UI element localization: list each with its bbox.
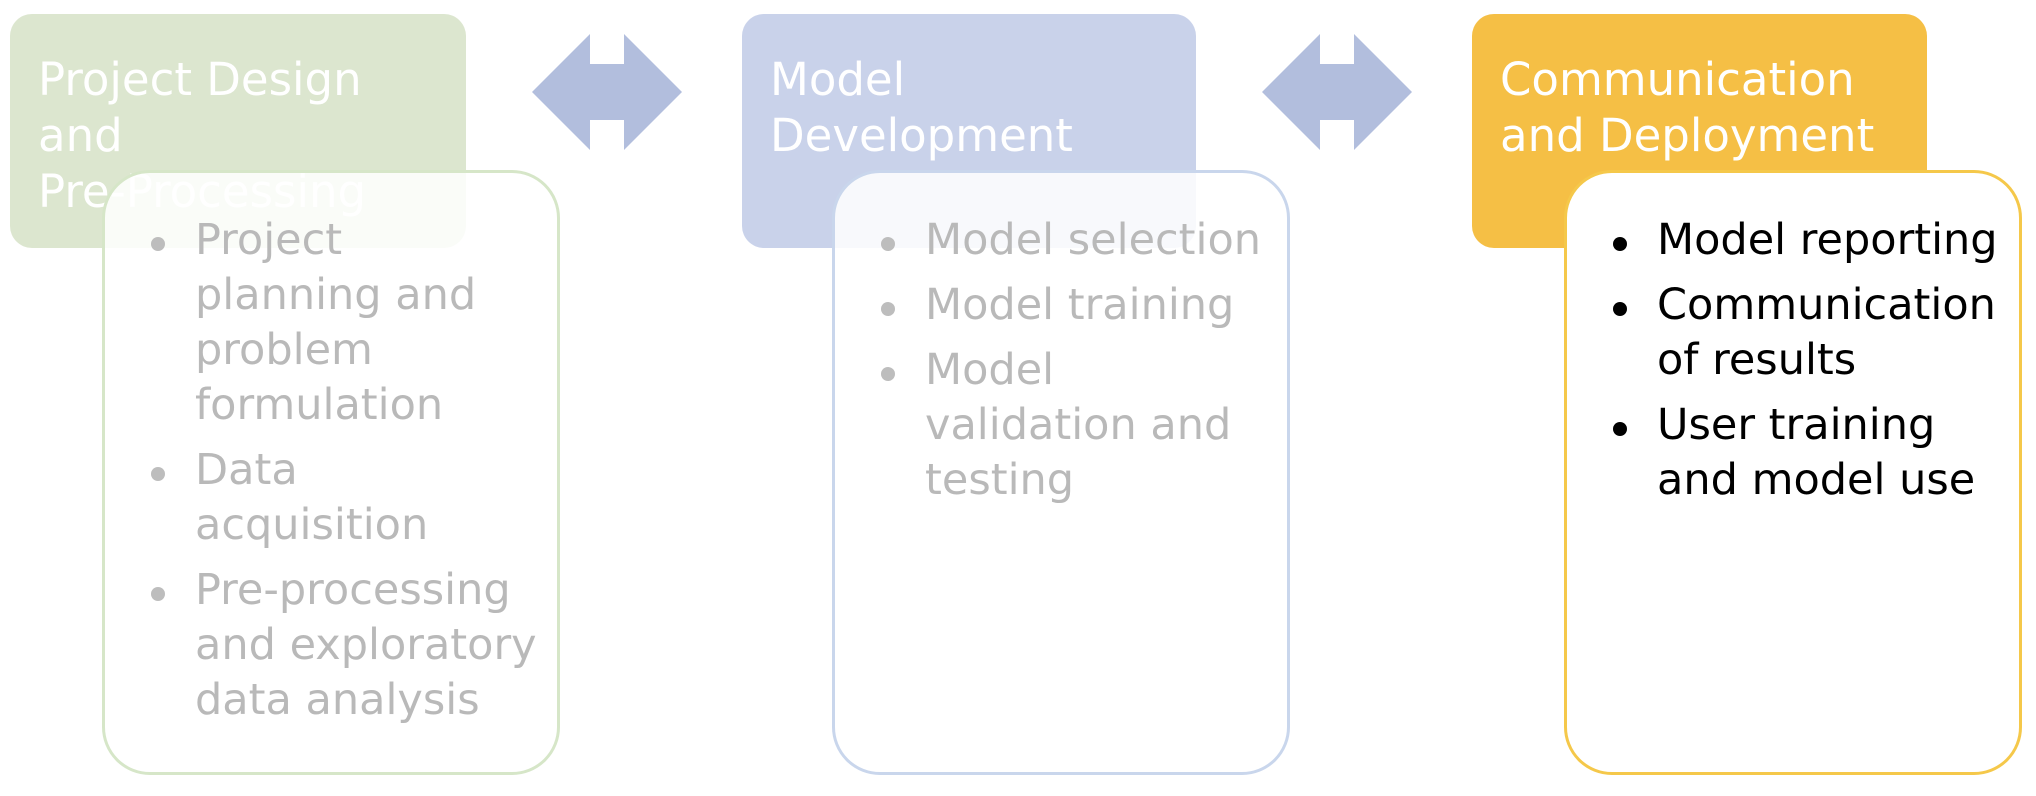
list-item: Data acquisition [145,443,537,553]
bullet-icon [881,367,895,381]
bullet-icon [151,587,165,601]
list-item-text: Model validation and testing [925,345,1232,505]
list-item: Model reporting [1607,213,1999,268]
list-item-text: Project planning and problem formulation [195,215,477,430]
stage-title: Model Development [770,53,1073,162]
stage-details-communication-deployment: Model reporting Communication of results… [1564,170,2022,775]
stage-item-list: Project planning and problem formulation… [145,213,537,728]
list-item: User training and model use [1607,398,1999,508]
stage-details-model-development: Model selection Model training Model val… [832,170,1290,775]
stage-item-list: Model selection Model training Model val… [875,213,1267,508]
list-item: Pre-processing and exploratory data anal… [145,563,537,728]
list-item-text: Model reporting [1657,215,1998,265]
stage-item-list: Model reporting Communication of results… [1607,213,1999,508]
bullet-icon [881,302,895,316]
list-item: Model selection [875,213,1267,268]
bullet-icon [1613,237,1627,251]
list-item-text: Communication of results [1657,280,1996,385]
bullet-icon [1613,422,1627,436]
bullet-icon [151,237,165,251]
double-arrow-icon [1262,34,1412,150]
double-arrow-icon [532,34,682,150]
stage-title: Communication and Deployment [1500,53,1875,162]
bullet-icon [151,467,165,481]
list-item-text: Model training [925,280,1235,330]
stage-details-project-design: Project planning and problem formulation… [102,170,560,775]
bullet-icon [881,237,895,251]
list-item-text: Model selection [925,215,1262,265]
list-item: Communication of results [1607,278,1999,388]
bullet-icon [1613,302,1627,316]
list-item: Model training [875,278,1267,333]
list-item-text: User training and model use [1657,400,1976,505]
list-item: Project planning and problem formulation [145,213,537,433]
list-item: Model validation and testing [875,343,1267,508]
list-item-text: Pre-processing and exploratory data anal… [195,565,537,725]
list-item-text: Data acquisition [195,445,429,550]
